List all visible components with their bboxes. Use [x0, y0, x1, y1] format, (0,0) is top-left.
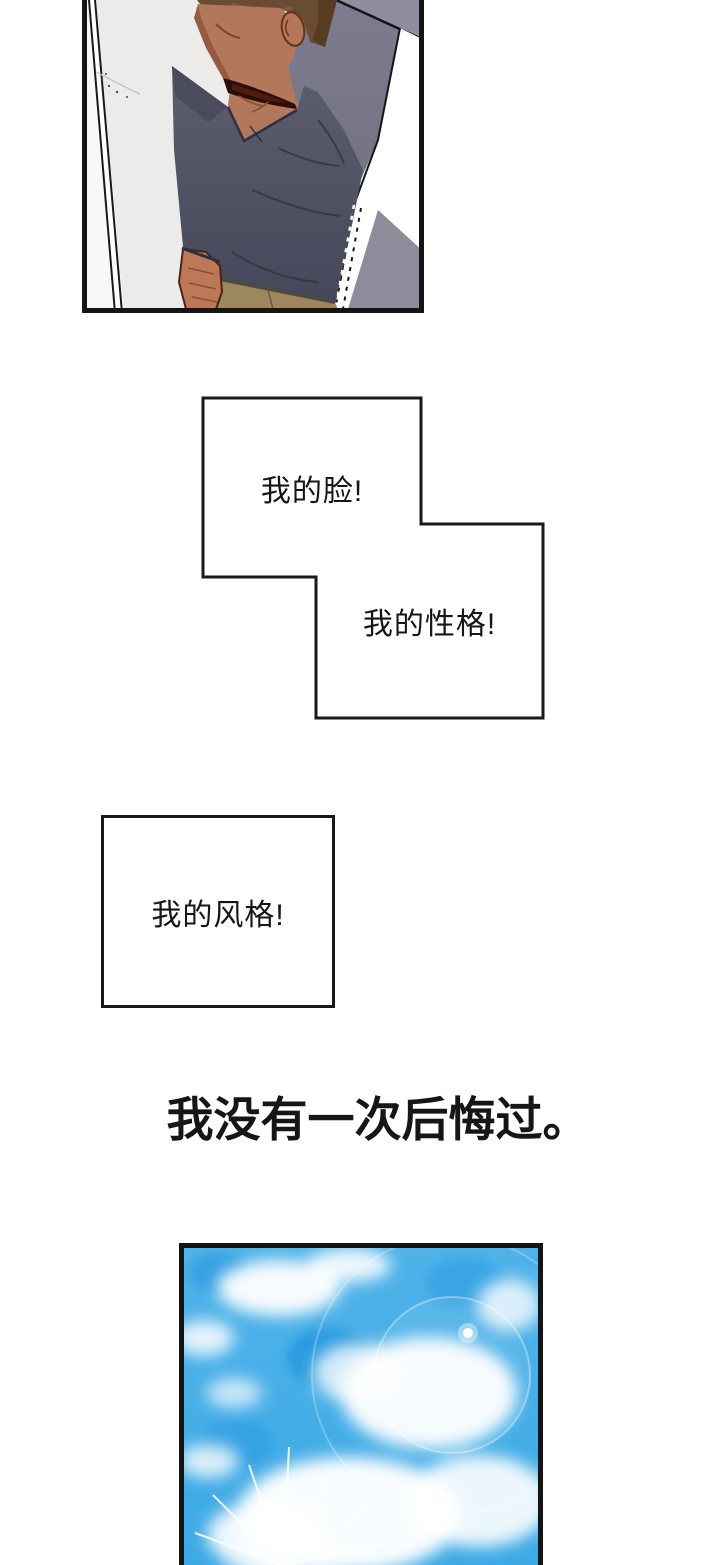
- speech-text-personality: 我的性格!: [362, 608, 497, 641]
- narration-text: 我没有一次后悔过。: [166, 1093, 590, 1146]
- v-neck-collar: [226, 106, 298, 143]
- shirt: [172, 66, 363, 306]
- hand: [177, 247, 224, 310]
- speech-text-style: 我的风格!: [151, 898, 285, 932]
- speech-text-face: 我的脸!: [260, 474, 364, 508]
- wall-corner-line: [88, 0, 116, 313]
- speech-box-style: [101, 815, 335, 1008]
- panel-border: [82, 0, 424, 313]
- hair: [197, 0, 337, 47]
- speech-box-face-personality: [201, 396, 545, 720]
- panel-border: [179, 1243, 543, 1565]
- speech-box-outline: [201, 396, 545, 720]
- shirt-folds: [231, 119, 345, 283]
- portrait-panel: [82, 0, 424, 313]
- wall-speckles: [100, 73, 128, 98]
- lens-flare: [311, 1243, 543, 1516]
- portrait-illustration: [82, 0, 424, 313]
- man-figure: [172, 0, 363, 310]
- sky-panel: [179, 1243, 543, 1565]
- sky-illustration: [179, 1243, 543, 1565]
- pants: [198, 277, 338, 309]
- shadow-wedge: [348, 210, 424, 309]
- sun-burst: [194, 1446, 384, 1565]
